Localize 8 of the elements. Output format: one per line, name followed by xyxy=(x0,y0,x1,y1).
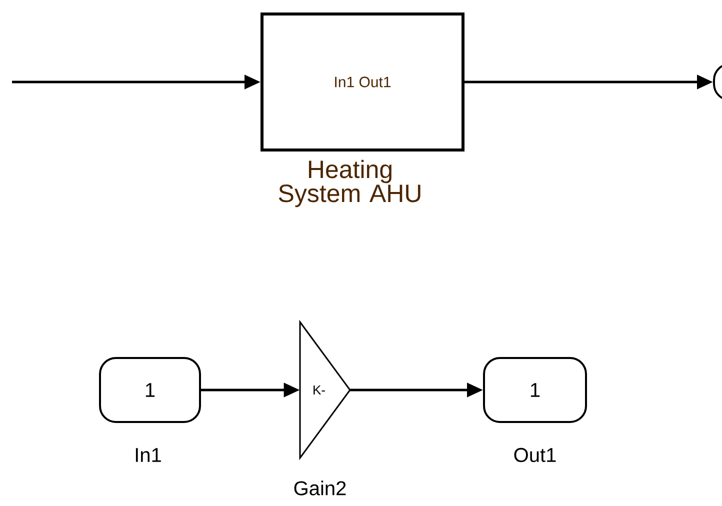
subsystem-block: In1 Out1 xyxy=(260,12,464,152)
block-label: Heating System AHU xyxy=(278,160,420,208)
port-block: 1 xyxy=(483,357,587,423)
block-label: Out1 xyxy=(514,448,556,462)
port-block xyxy=(713,63,722,101)
block-label: Gain2 xyxy=(294,480,346,496)
block-label: In1 xyxy=(136,448,161,462)
port-block: 1 xyxy=(99,357,201,423)
